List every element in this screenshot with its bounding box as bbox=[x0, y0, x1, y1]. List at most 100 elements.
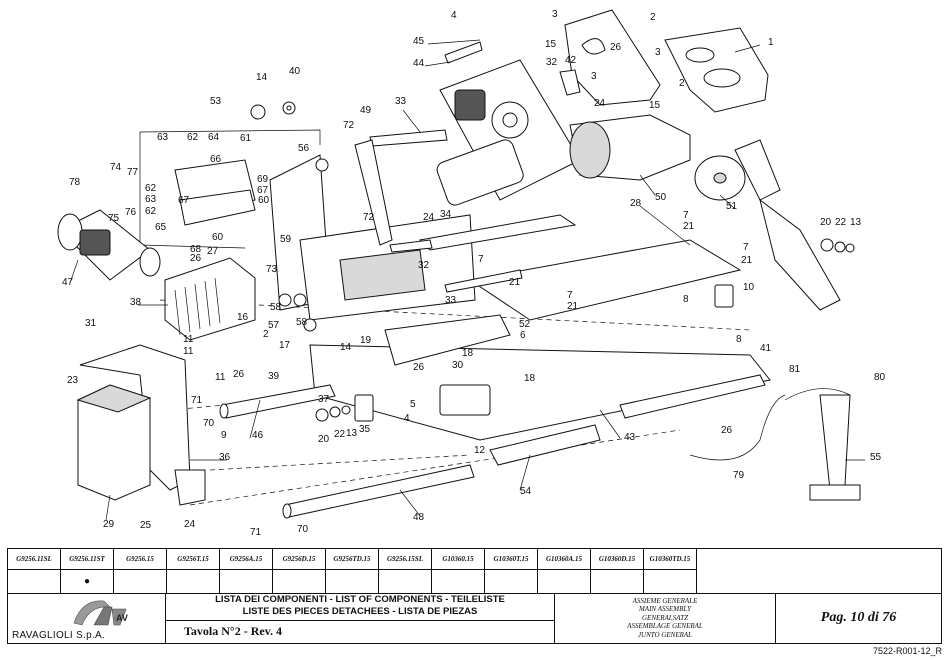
part-label: 50 bbox=[655, 192, 667, 203]
components-list-cell: LISTA DEI COMPONENTI - LIST OF COMPONENT… bbox=[166, 593, 555, 643]
variant-code-column: G9256.15SL bbox=[379, 549, 432, 593]
assembly-en: MAIN ASSEMBLY bbox=[638, 605, 692, 614]
variant-code-column: G9256.11SL bbox=[8, 549, 61, 593]
part-label: 66 bbox=[210, 154, 222, 165]
part-label: 58 bbox=[270, 302, 282, 313]
variant-code-column: G10360D.15 bbox=[591, 549, 644, 593]
part-label: 62 bbox=[145, 183, 157, 194]
variant-code: G10360TD.15 bbox=[644, 549, 696, 570]
part-label: 64 bbox=[208, 132, 220, 143]
part-label: 78 bbox=[69, 177, 81, 188]
variant-code: G9256TD.15 bbox=[326, 549, 378, 570]
variant-code-column: G9256TD.15 bbox=[326, 549, 379, 593]
part-label: 49 bbox=[360, 105, 372, 116]
base-rail-43 bbox=[309, 344, 771, 466]
part-label: 38 bbox=[130, 297, 142, 308]
variant-mark bbox=[538, 570, 590, 593]
variant-code: G9256.11SL bbox=[8, 549, 60, 570]
part-label: 41 bbox=[760, 343, 772, 354]
part-label: 21 bbox=[741, 255, 753, 266]
document-number: 7522-R001-12_R bbox=[872, 646, 942, 656]
variant-code: G9256T.15 bbox=[167, 549, 219, 570]
part-label: 2 bbox=[650, 12, 656, 23]
cover-28 bbox=[418, 214, 742, 321]
company-logo-cell: AV RAVAGLIOLI S.p.A. bbox=[8, 593, 166, 643]
motor-assembly bbox=[436, 59, 581, 206]
part-label: 14 bbox=[256, 72, 268, 83]
assembly-name-cell: ASSIEME GENERALE MAIN ASSEMBLY GENERALSA… bbox=[555, 593, 776, 643]
part-label: 36 bbox=[219, 452, 231, 463]
part-label: 76 bbox=[125, 207, 137, 218]
part-label: 18 bbox=[524, 373, 536, 384]
part-label: 20 bbox=[318, 434, 330, 445]
guard-38 bbox=[164, 257, 256, 341]
part-label: 21 bbox=[509, 277, 521, 288]
part-label: 67 bbox=[178, 195, 190, 206]
part-label: 62 bbox=[187, 132, 199, 143]
part-label: 31 bbox=[85, 318, 97, 329]
part-label: 5 bbox=[410, 399, 416, 410]
part-label: 63 bbox=[157, 132, 169, 143]
shafts bbox=[354, 69, 581, 293]
part-label: 60 bbox=[258, 195, 270, 206]
variant-code: G9256D.15 bbox=[273, 549, 325, 570]
part-label: 15 bbox=[545, 39, 557, 50]
list-title-line-2: LISTE DES PIECES DETACHEES - LISTA DE PI… bbox=[242, 606, 478, 617]
part-label: 77 bbox=[127, 167, 139, 178]
part-label: 11 bbox=[183, 346, 194, 357]
table-revision: Tavola N°2 - Rev. 4 bbox=[184, 624, 283, 638]
variant-code: G9256.15 bbox=[114, 549, 166, 570]
variant-mark bbox=[114, 570, 166, 593]
variant-code-column: G9256T.15 bbox=[167, 549, 220, 593]
variant-mark bbox=[8, 570, 60, 593]
part-label: 4 bbox=[451, 10, 457, 21]
part-label: 53 bbox=[210, 96, 222, 107]
part-label: 26 bbox=[721, 425, 733, 436]
bracket-group-53 bbox=[139, 129, 321, 249]
part-label: 32 bbox=[418, 260, 430, 271]
slide-52 bbox=[384, 314, 511, 366]
variant-code-column: G9256D.15 bbox=[273, 549, 326, 593]
part-label: 45 bbox=[413, 36, 425, 47]
part-label: 73 bbox=[266, 264, 278, 275]
company-name: RAVAGLIOLI S.p.A. bbox=[12, 630, 106, 641]
part-label: 81 bbox=[789, 364, 801, 375]
part-label: 48 bbox=[413, 512, 425, 523]
part-label: 3 bbox=[655, 47, 661, 58]
variant-code-column: G10360.15 bbox=[432, 549, 485, 593]
part-label: 62 bbox=[145, 206, 157, 217]
page-number: Pag. 10 di 76 bbox=[820, 610, 897, 625]
part-label: 16 bbox=[237, 312, 249, 323]
part-label: 22 bbox=[334, 429, 346, 440]
fasteners bbox=[250, 101, 855, 422]
part-label: 11 bbox=[183, 334, 194, 345]
list-title-line-1: LISTA DEI COMPONENTI - LIST OF COMPONENT… bbox=[215, 594, 505, 605]
part-label: 13 bbox=[850, 217, 862, 228]
variant-code-spare bbox=[697, 549, 941, 593]
assembly-es: JUNTO GENERAL bbox=[637, 630, 693, 639]
part-label: 70 bbox=[203, 418, 215, 429]
part-label: 4 bbox=[404, 413, 410, 424]
part-label: 13 bbox=[346, 428, 358, 439]
tool-arm-50 bbox=[569, 114, 691, 181]
part-label: 51 bbox=[726, 201, 738, 212]
base-bracket-31 bbox=[79, 344, 206, 506]
part-label: 59 bbox=[280, 234, 292, 245]
variant-mark bbox=[379, 570, 431, 593]
part-label: 26 bbox=[610, 42, 622, 53]
variant-mark: ● bbox=[83, 576, 91, 587]
variant-mark bbox=[326, 570, 378, 593]
variant-code: G10360T.15 bbox=[485, 549, 537, 570]
part-label: 35 bbox=[359, 424, 371, 435]
part-label: 52 bbox=[519, 319, 531, 330]
part-label: 47 bbox=[62, 277, 74, 288]
part-label: 57 bbox=[268, 320, 280, 331]
part-label: 26 bbox=[413, 362, 425, 373]
part-label: 24 bbox=[184, 519, 196, 530]
assembly-de: GENERALSATZ bbox=[641, 613, 689, 622]
part-label: 26 bbox=[233, 369, 245, 380]
part-label: 71 bbox=[191, 395, 203, 406]
part-label: 29 bbox=[103, 519, 115, 530]
variant-mark bbox=[273, 570, 325, 593]
